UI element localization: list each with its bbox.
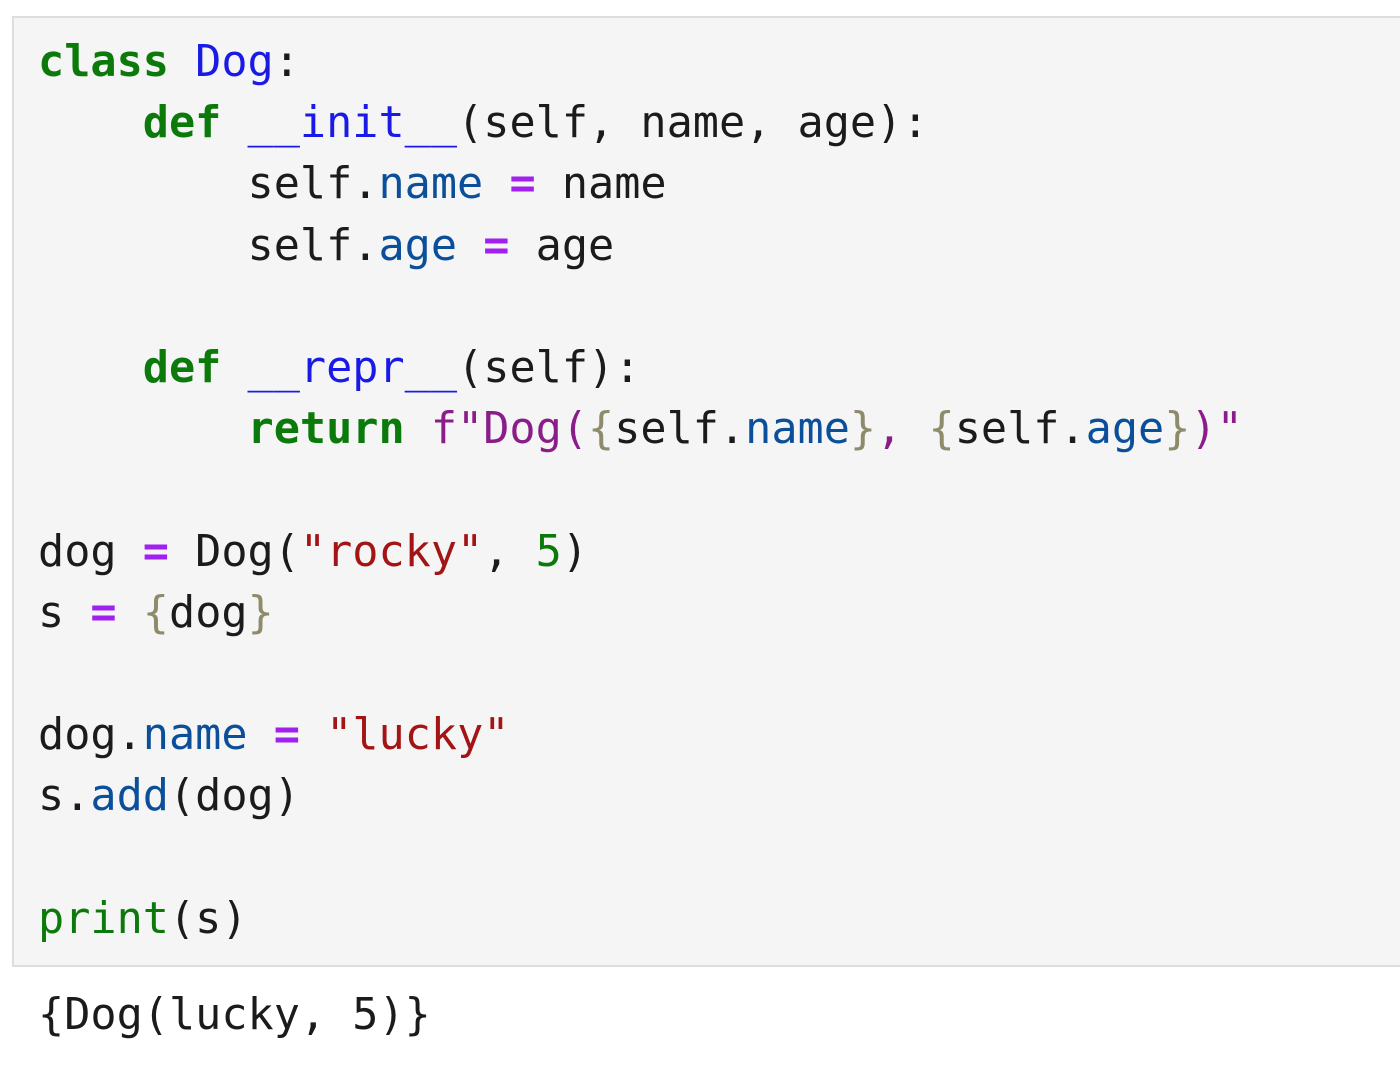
code-token: =: [90, 587, 117, 638]
code-token: age: [509, 220, 615, 271]
code-line: return f"Dog({self.name}, {self.age})": [38, 399, 1243, 460]
code-line: self.age = age: [38, 216, 1243, 277]
code-token: dog: [38, 526, 143, 577]
code-block[interactable]: class Dog: def __init__(self, name, age)…: [38, 32, 1243, 950]
code-token: self.: [38, 220, 379, 271]
code-token: self.: [38, 159, 379, 210]
code-token: Dog: [195, 37, 274, 87]
code-line: dog = Dog("rocky", 5): [38, 522, 1243, 583]
code-token: [117, 588, 143, 638]
code-token: [38, 404, 248, 454]
code-token: name: [378, 159, 484, 210]
code-line: [38, 277, 1243, 338]
code-token: self.: [954, 404, 1086, 455]
code-line: s = {dog}: [38, 583, 1243, 644]
code-line: self.name = name: [38, 154, 1243, 215]
code-token: :: [273, 37, 300, 87]
code-token: =: [142, 526, 169, 577]
code-token: dog.: [38, 710, 143, 761]
code-token: dog: [169, 587, 248, 638]
code-token: (s): [168, 893, 248, 944]
code-token: (dog): [168, 771, 300, 822]
cell-output: {Dog(lucky, 5)}: [38, 990, 431, 1040]
code-token: ): [561, 526, 589, 577]
code-token: ,: [483, 526, 536, 577]
code-token: =: [483, 220, 510, 271]
code-line: def __repr__(self):: [38, 338, 1243, 399]
code-token: [248, 710, 274, 760]
code-token: class: [38, 37, 169, 87]
code-token: name: [142, 710, 248, 761]
code-token: add: [90, 771, 169, 822]
code-token: =: [273, 710, 300, 761]
code-token: }: [849, 404, 877, 455]
code-token: [483, 159, 509, 209]
code-token: s: [38, 587, 91, 638]
code-token: self.: [614, 404, 746, 455]
code-token: )": [1190, 404, 1243, 455]
code-token: name: [745, 404, 850, 455]
code-token: age: [1085, 404, 1165, 455]
code-token: "lucky": [326, 710, 510, 761]
code-line: s.add(dog): [38, 766, 1243, 827]
code-token: {: [142, 587, 169, 638]
code-token: [457, 221, 483, 271]
code-token: def: [142, 98, 222, 149]
code-token: f"Dog(: [430, 404, 588, 455]
code-token: [169, 37, 195, 87]
code-token: [38, 343, 143, 393]
code-token: }: [247, 587, 274, 638]
code-line: print(s): [38, 889, 1243, 950]
code-line: [38, 644, 1243, 705]
code-token: def: [142, 342, 222, 393]
code-token: __init__: [247, 98, 458, 149]
code-line: def __init__(self, name, age):: [38, 93, 1243, 154]
code-token: =: [509, 159, 536, 210]
code-token: [221, 343, 247, 393]
code-token: [405, 404, 431, 454]
code-token: __repr__: [247, 342, 458, 393]
code-token: (self):: [457, 342, 641, 393]
code-token: [300, 710, 326, 760]
code-token: [38, 98, 143, 148]
code-token: "rocky": [299, 526, 484, 577]
code-token: {: [928, 404, 955, 455]
code-token: name: [535, 159, 667, 210]
code-token: return: [247, 404, 405, 455]
code-line: class Dog:: [38, 32, 1243, 93]
code-token: [221, 98, 247, 148]
code-line: [38, 460, 1243, 521]
code-token: {: [588, 404, 615, 455]
code-token: ,: [876, 404, 929, 455]
code-line: [38, 827, 1243, 888]
code-token: age: [378, 220, 458, 271]
code-token: Dog(: [168, 526, 300, 577]
code-token: s.: [38, 771, 91, 822]
code-line: dog.name = "lucky": [38, 705, 1243, 766]
code-token: }: [1164, 404, 1191, 455]
code-token: (self, name, age):: [457, 98, 929, 149]
code-token: 5: [535, 526, 562, 577]
code-cell[interactable]: class Dog: def __init__(self, name, age)…: [12, 16, 1400, 967]
code-token: print: [38, 893, 169, 944]
